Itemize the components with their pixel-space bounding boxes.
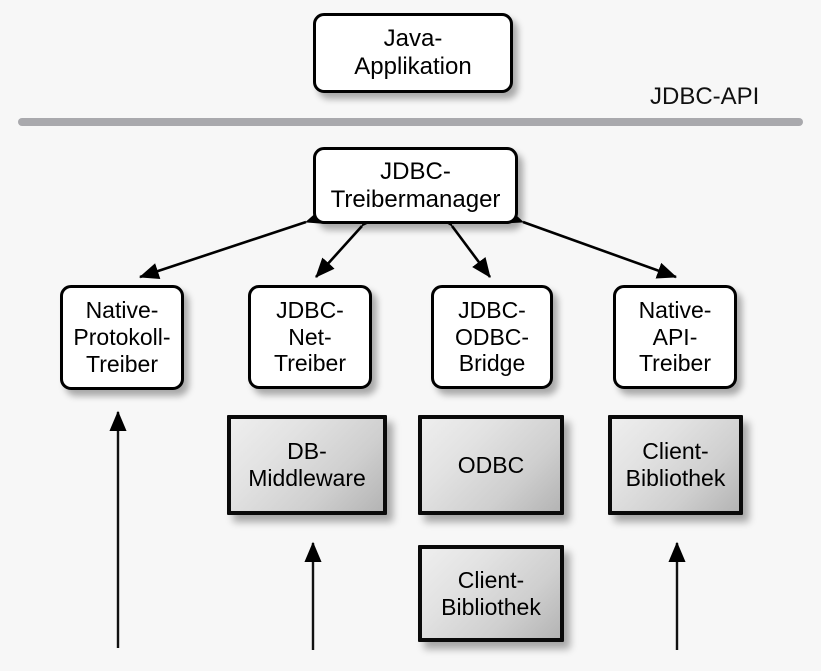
node-native-api-driver[interactable]: Native- API- Treiber — [613, 285, 737, 389]
node-client-library-bottom[interactable]: Client- Bibliothek — [418, 545, 564, 642]
node-jdbc-net-driver[interactable]: JDBC- Net- Treiber — [248, 285, 372, 389]
arrow-manager-jdbc-net — [315, 206, 381, 278]
jdbc-api-label: JDBC-API — [650, 83, 760, 110]
node-jdbc-odbc-bridge[interactable]: JDBC- ODBC- Bridge — [431, 285, 553, 389]
node-jdbc-driver-manager[interactable]: JDBC- Treibermanager — [313, 147, 518, 224]
node-java-application[interactable]: Java- Applikation — [313, 13, 513, 93]
node-odbc[interactable]: ODBC — [418, 415, 564, 515]
jdbc-api-divider-line — [18, 118, 803, 126]
arrow-manager-native-api — [502, 207, 677, 279]
node-native-protocol-driver[interactable]: Native- Protokoll- Treiber — [60, 285, 184, 390]
arrow-manager-native-protocol — [139, 208, 327, 280]
node-client-library-right[interactable]: Client- Bibliothek — [608, 415, 743, 515]
arrow-manager-jdbc-odbc — [434, 206, 492, 278]
node-db-middleware[interactable]: DB- Middleware — [227, 415, 387, 515]
